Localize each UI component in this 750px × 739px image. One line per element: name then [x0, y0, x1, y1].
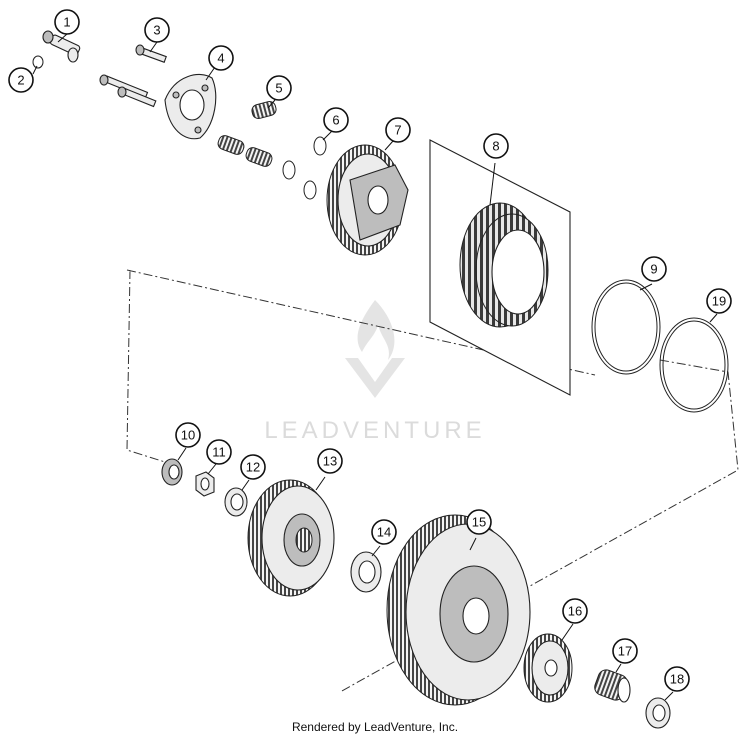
svg-text:11: 11 — [212, 445, 226, 460]
callout-10: 10 — [175, 422, 201, 448]
callout-14: 14 — [371, 519, 397, 545]
part-4-pressure-plate — [164, 74, 217, 140]
part-8-clutch-plate-set — [429, 139, 571, 396]
svg-text:17: 17 — [618, 644, 632, 659]
callout-6: 6 — [323, 107, 349, 133]
part-1-pin — [42, 30, 81, 63]
callout-12: 12 — [240, 454, 266, 480]
svg-text:5: 5 — [275, 81, 282, 96]
flame-logo-icon — [357, 300, 395, 360]
svg-text:1: 1 — [63, 15, 70, 30]
part-11-nut — [195, 471, 215, 497]
svg-text:19: 19 — [712, 294, 726, 309]
svg-text:10: 10 — [181, 428, 195, 443]
callout-9: 9 — [641, 256, 667, 282]
callout-5: 5 — [266, 75, 292, 101]
part-18-washer — [645, 697, 671, 729]
watermark: LEADVENTURE — [264, 300, 485, 444]
part-10-bearing — [161, 458, 183, 486]
part-3-bolts — [99, 44, 167, 108]
callout-4: 4 — [208, 45, 234, 71]
footer-credit: Rendered by LeadVenture, Inc. — [291, 720, 459, 734]
callout-11: 11 — [206, 439, 232, 465]
svg-text:13: 13 — [323, 454, 337, 469]
callout-17: 17 — [612, 638, 638, 664]
svg-text:2: 2 — [17, 73, 24, 88]
svg-text:12: 12 — [246, 460, 260, 475]
callout-16: 16 — [562, 598, 588, 624]
svg-text:3: 3 — [153, 23, 160, 38]
part-9-snap-ring — [591, 279, 661, 375]
svg-text:18: 18 — [670, 672, 684, 687]
callout-13: 13 — [317, 448, 343, 474]
callout-3: 3 — [144, 17, 170, 43]
part-19-snap-ring — [659, 317, 729, 413]
svg-text:6: 6 — [332, 113, 339, 128]
callout-15: 15 — [466, 509, 492, 535]
callout-7: 7 — [385, 117, 411, 143]
part-17-needle-bearing — [594, 669, 631, 703]
callout-19: 19 — [706, 288, 732, 314]
svg-text:16: 16 — [568, 604, 582, 619]
callout-2: 2 — [8, 67, 34, 93]
part-14-thrust-washer — [350, 551, 382, 593]
v-logo-icon — [345, 358, 405, 398]
part-15-clutch-basket — [386, 514, 531, 706]
part-5-springs — [217, 100, 277, 167]
watermark-text: LEADVENTURE — [264, 417, 485, 444]
part-7-clutch-hub — [326, 144, 409, 256]
part-2-o-ring — [32, 55, 44, 69]
part-12-washer — [224, 487, 248, 517]
svg-text:8: 8 — [492, 139, 499, 154]
svg-text:9: 9 — [650, 262, 657, 277]
callout-18: 18 — [664, 666, 690, 692]
part-13-inner-hub — [247, 479, 335, 597]
part-16-gear — [523, 633, 573, 703]
callout-1: 1 — [54, 9, 80, 35]
svg-text:14: 14 — [377, 525, 391, 540]
callout-8: 8 — [483, 133, 509, 159]
svg-text:7: 7 — [394, 123, 401, 138]
leader-lines — [32, 33, 718, 701]
part-6-rings — [282, 136, 327, 200]
svg-text:4: 4 — [217, 51, 224, 66]
svg-text:15: 15 — [472, 515, 486, 530]
